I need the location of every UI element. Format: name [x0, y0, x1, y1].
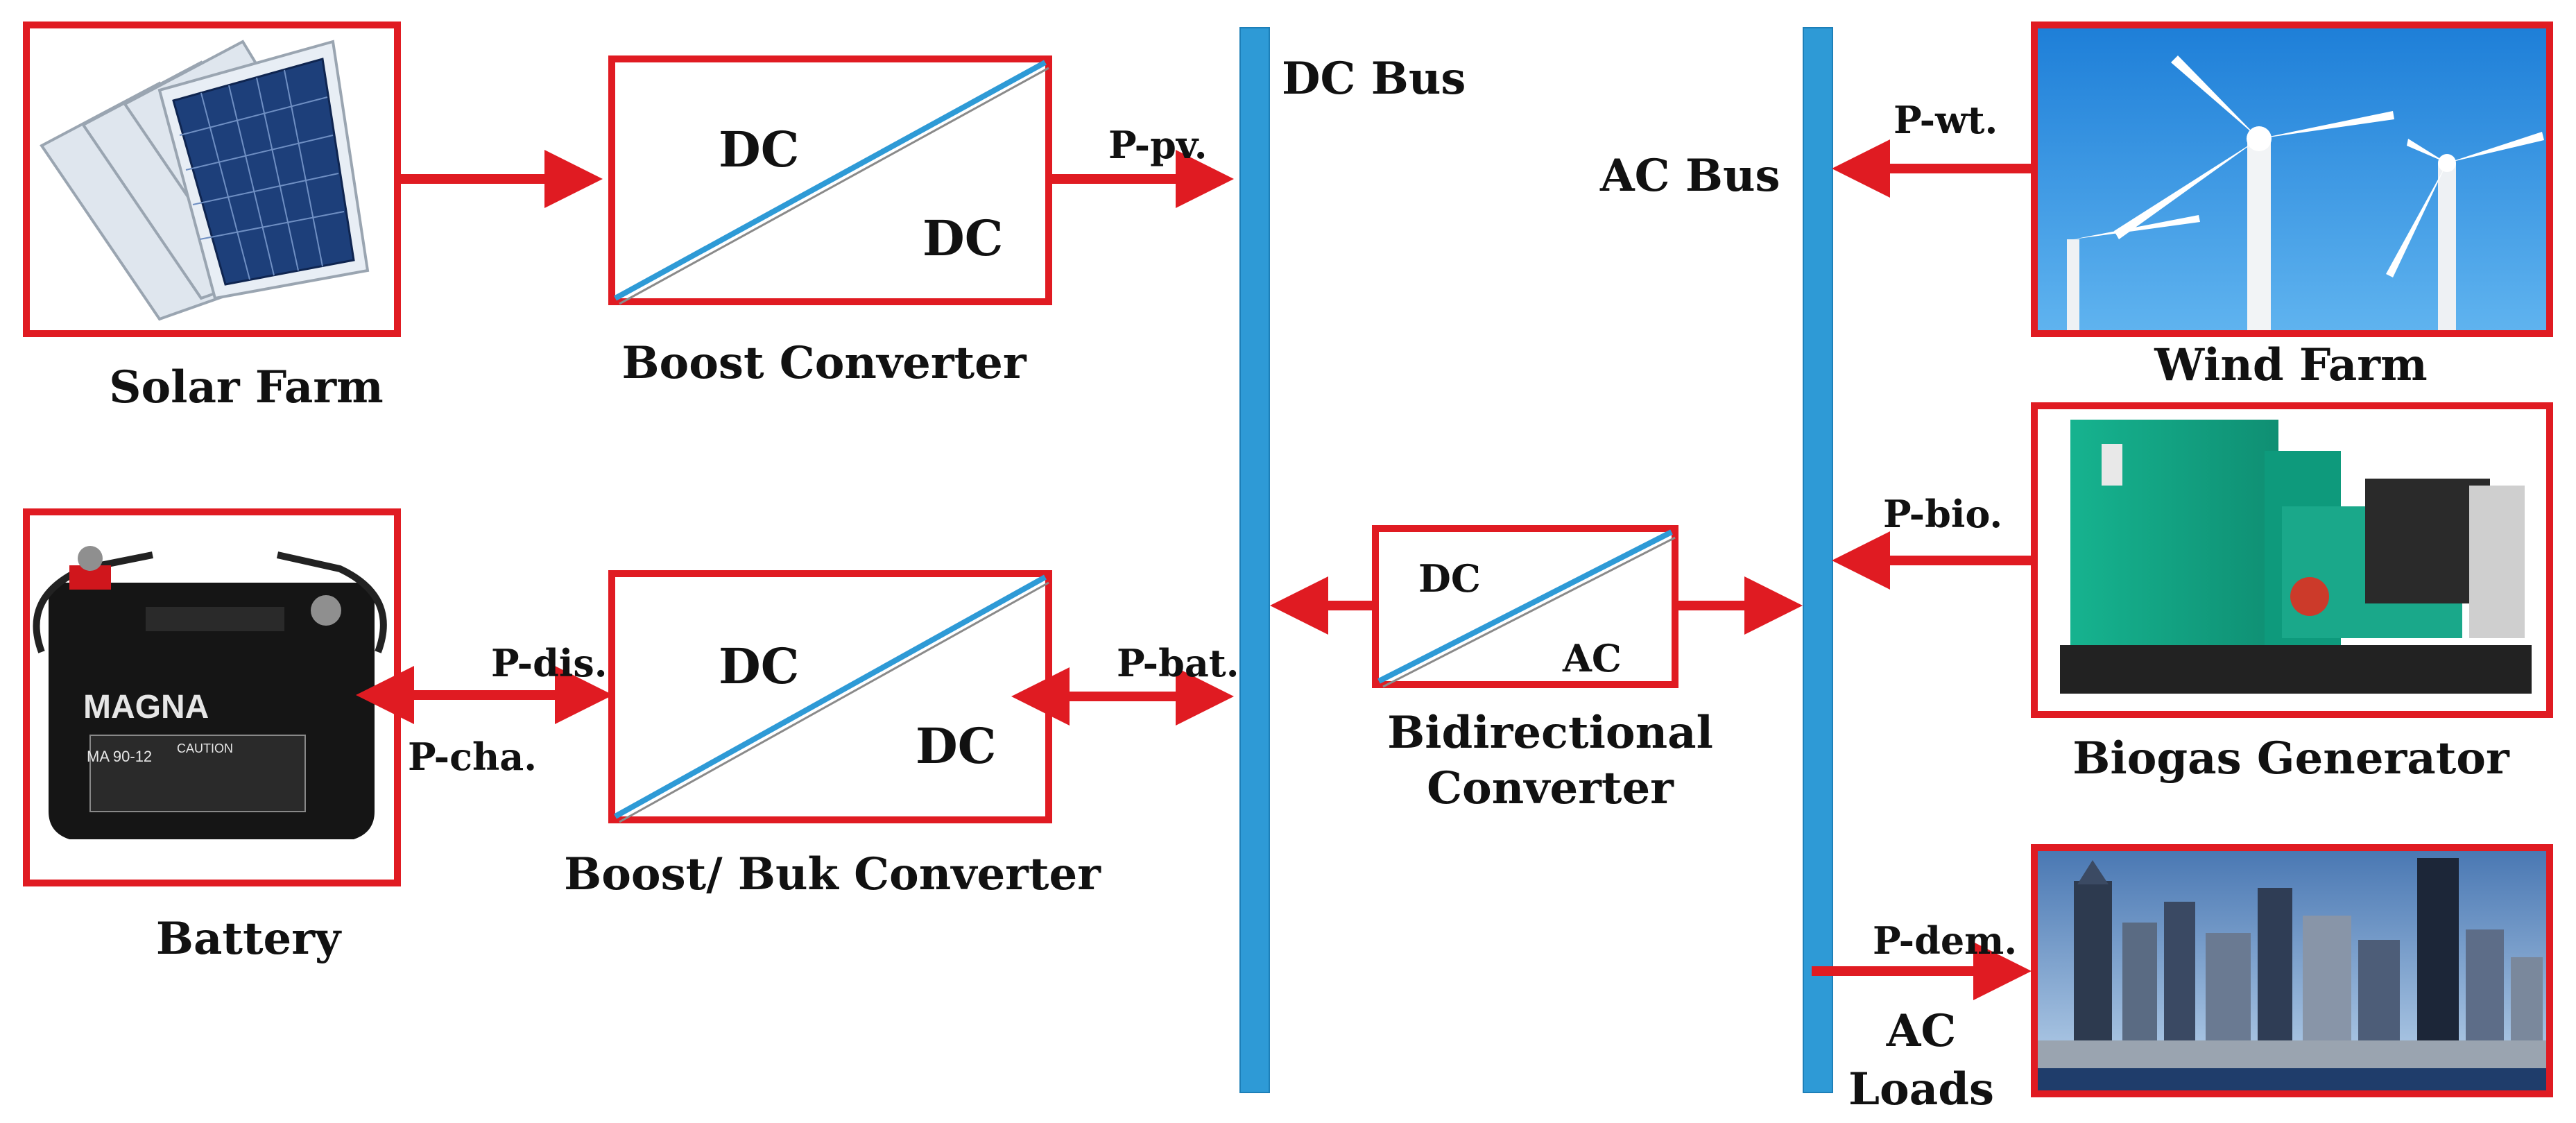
wind-farm-image [2031, 22, 2553, 337]
boost-converter-box [608, 55, 1052, 305]
solar-farm-label: Solar Farm [109, 361, 384, 413]
boost-buk-converter-box [608, 570, 1052, 823]
boost-input-label: DC [719, 121, 799, 178]
p-bio-label: P-bio. [1883, 492, 2002, 536]
biogas-generator-image [2031, 402, 2553, 718]
battery-caution-text: CAUTION [177, 741, 233, 755]
ac-loads-label-line1: AC [1886, 1005, 1957, 1057]
p-bat-label: P-bat. [1117, 641, 1239, 685]
battery-brand-text: MAGNA [83, 689, 209, 726]
ac-loads-label-line2: Loads [1848, 1063, 1994, 1115]
bidir-input-label: DC [1418, 556, 1481, 601]
ac-bus-label: AC Bus [1599, 150, 1780, 202]
ac-bus-bar [1803, 27, 1833, 1093]
boost-output-label: DC [922, 209, 1003, 267]
p-wt-label: P-wt. [1894, 98, 1998, 142]
buk-output-label: DC [916, 717, 996, 775]
battery-label: Battery [156, 913, 342, 965]
solar-farm-image [23, 22, 401, 337]
bidir-output-label: AC [1562, 636, 1622, 680]
ac-loads-image [2031, 844, 2553, 1097]
p-dem-label: P-dem. [1873, 918, 2017, 963]
boost-buk-converter-label: Boost/ Buk Converter [564, 848, 1101, 900]
boost-converter-label: Boost Converter [621, 337, 1027, 389]
bidirectional-label-line2: Converter [1427, 762, 1674, 814]
p-pv-label: P-pv. [1108, 123, 1208, 167]
bidirectional-label-line1: Bidirectional [1387, 707, 1713, 759]
bidirectional-converter-box [1372, 525, 1678, 688]
dc-bus-label: DC Bus [1282, 53, 1466, 105]
biogas-generator-label: Biogas Generator [2072, 732, 2510, 785]
wind-farm-label: Wind Farm [2154, 339, 2427, 391]
buk-input-label: DC [719, 637, 799, 695]
p-dis-label: P-dis. [491, 641, 608, 685]
battery-image [23, 508, 401, 886]
dc-bus-bar [1239, 27, 1270, 1093]
p-cha-label: P-cha. [408, 735, 537, 779]
battery-model-text: MA 90-12 [87, 748, 152, 765]
